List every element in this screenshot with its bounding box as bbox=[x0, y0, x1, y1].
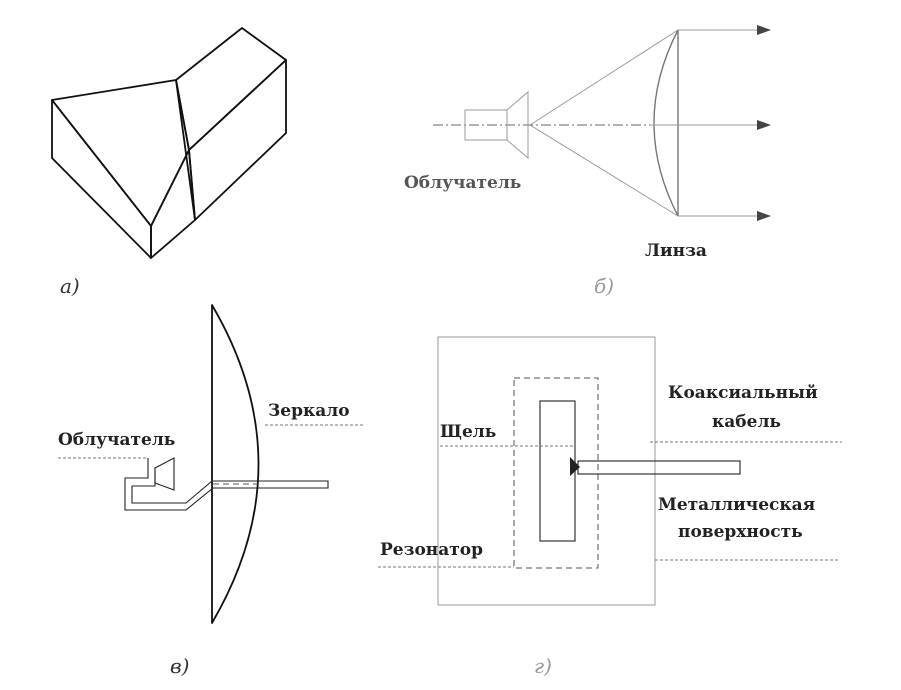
caption-b: б) bbox=[594, 274, 614, 298]
feed-waveguide-path bbox=[124, 458, 329, 511]
label-g-slot: Щель bbox=[440, 422, 496, 442]
horn-top-face bbox=[51, 79, 190, 227]
panel-v-reflector-antenna bbox=[58, 304, 365, 624]
panel-b-lens-antenna bbox=[433, 25, 771, 221]
metal-surface bbox=[437, 336, 656, 606]
lens-curve bbox=[653, 29, 679, 217]
ray-lower bbox=[529, 124, 679, 217]
slot-rect bbox=[539, 400, 576, 542]
label-b-lens: Линза bbox=[645, 241, 707, 261]
waveguide-top bbox=[175, 27, 287, 151]
label-b-feed: Облучатель bbox=[404, 173, 521, 193]
caption-a: а) bbox=[60, 274, 80, 298]
caption-g: г) bbox=[534, 654, 552, 678]
label-g-coax-2: кабель bbox=[712, 412, 781, 432]
panel-g-slot-antenna bbox=[378, 336, 842, 606]
label-v-mirror: Зеркало bbox=[268, 401, 350, 421]
ray-upper bbox=[529, 29, 679, 126]
panel-a-horn-antenna bbox=[51, 27, 287, 259]
coax-cable bbox=[577, 460, 741, 475]
feed-horn-v bbox=[154, 457, 175, 491]
label-g-resonator: Резонатор bbox=[380, 540, 483, 560]
resonator-box bbox=[513, 377, 599, 569]
label-g-metal-1: Металлическая bbox=[658, 495, 815, 515]
label-v-feed: Облучатель bbox=[58, 430, 175, 450]
parabolic-mirror bbox=[211, 304, 260, 624]
horn-edge bbox=[175, 79, 196, 221]
feed-horn bbox=[506, 90, 529, 160]
horn-front-face bbox=[51, 99, 152, 259]
caption-v: в) bbox=[170, 654, 189, 678]
label-g-coax-1: Коаксиальный bbox=[668, 383, 818, 403]
label-g-metal-2: поверхность bbox=[678, 522, 803, 542]
waveguide-side bbox=[188, 59, 287, 221]
coax-feed-point bbox=[570, 457, 580, 476]
